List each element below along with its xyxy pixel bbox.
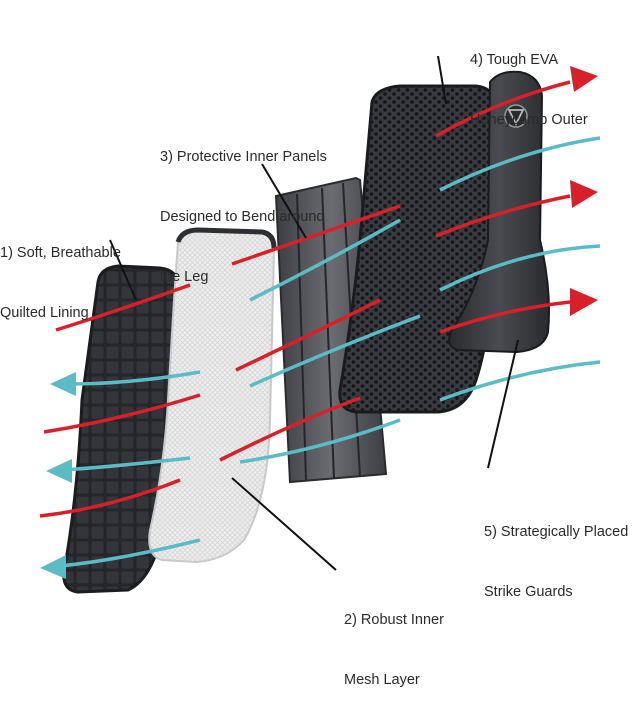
airflow-out-arrowhead: [50, 372, 76, 396]
airflow-out-arrow: [249, 314, 421, 388]
inner-mesh-layer: [148, 227, 277, 564]
label-protective-panels: 3) Protective Inner Panels Designed to B…: [160, 107, 327, 307]
airflow-in-arrowhead: [570, 288, 598, 316]
label-line: 5) Strategically Placed: [484, 524, 629, 540]
label-line: Strike Guards: [484, 584, 573, 600]
airflow-in-arrow: [435, 80, 571, 138]
label-line: 1) Soft, Breathable: [0, 245, 121, 261]
airflow-in-arrow: [43, 393, 201, 434]
airflow-in-arrowhead: [570, 180, 598, 208]
airflow-in-arrow: [39, 478, 181, 518]
diagram: 1) Soft, Breathable Quilted Lining 2) Ro…: [0, 10, 628, 688]
exploded-layer-diagram: [39, 55, 601, 594]
airflow-out-arrow: [249, 218, 401, 302]
label-line: Designed to Bend around: [160, 209, 325, 225]
airflow-out-arrowheads: [40, 372, 76, 579]
airflow-out-arrow: [439, 360, 601, 402]
airflow-out-arrow: [239, 418, 401, 464]
airflow-out-arrow: [439, 244, 601, 292]
label-line: 4) Tough EVA: [470, 52, 559, 68]
label-line: Honeycomb Outer: [470, 112, 588, 128]
label-inner-mesh: 2) Robust Inner Mesh Layer: [344, 570, 444, 710]
airflow-in-arrowhead: [570, 66, 598, 92]
strike-guard-layer: [448, 70, 550, 354]
airflow-in-arrowheads: [570, 66, 598, 316]
airflow-in-arrows: [39, 80, 571, 518]
airflow-out-arrowhead: [40, 555, 66, 579]
label-quilted-lining: 1) Soft, Breathable Quilted Lining: [0, 203, 121, 343]
airflow-in-arrow: [235, 298, 381, 372]
label-line: Mesh Layer: [344, 672, 420, 688]
airflow-in-arrow: [439, 300, 571, 334]
label-line: 3) Protective Inner Panels: [160, 149, 327, 165]
leader-lines: [109, 55, 519, 571]
label-strike-guards: 5) Strategically Placed Strike Guards: [484, 482, 628, 622]
leader-line-lining: [109, 239, 137, 301]
leader-line-guards: [487, 339, 519, 469]
triangle-badge-icon: [504, 104, 528, 128]
airflow-out-arrowhead: [46, 459, 72, 483]
leader-line-outer: [437, 55, 447, 105]
leader-line-panels: [261, 163, 307, 239]
airflow-in-arrow: [55, 283, 191, 332]
label-line: Quilted Lining: [0, 305, 89, 321]
label-line: 2) Robust Inner: [344, 612, 444, 628]
airflow-out-arrow: [63, 456, 191, 472]
airflow-out-arrow: [69, 370, 201, 386]
label-line: the Leg: [160, 269, 209, 285]
airflow-out-arrow: [439, 136, 601, 192]
leader-line-mesh: [231, 477, 337, 571]
airflow-in-arrow: [231, 204, 401, 266]
airflow-out-arrow: [59, 538, 201, 568]
airflow-in-arrow: [435, 194, 571, 238]
label-honeycomb-outer: 4) Tough EVA Honeycomb Outer: [470, 10, 588, 150]
airflow-out-arrows: [59, 136, 601, 568]
airflow-in-arrow: [219, 396, 361, 462]
